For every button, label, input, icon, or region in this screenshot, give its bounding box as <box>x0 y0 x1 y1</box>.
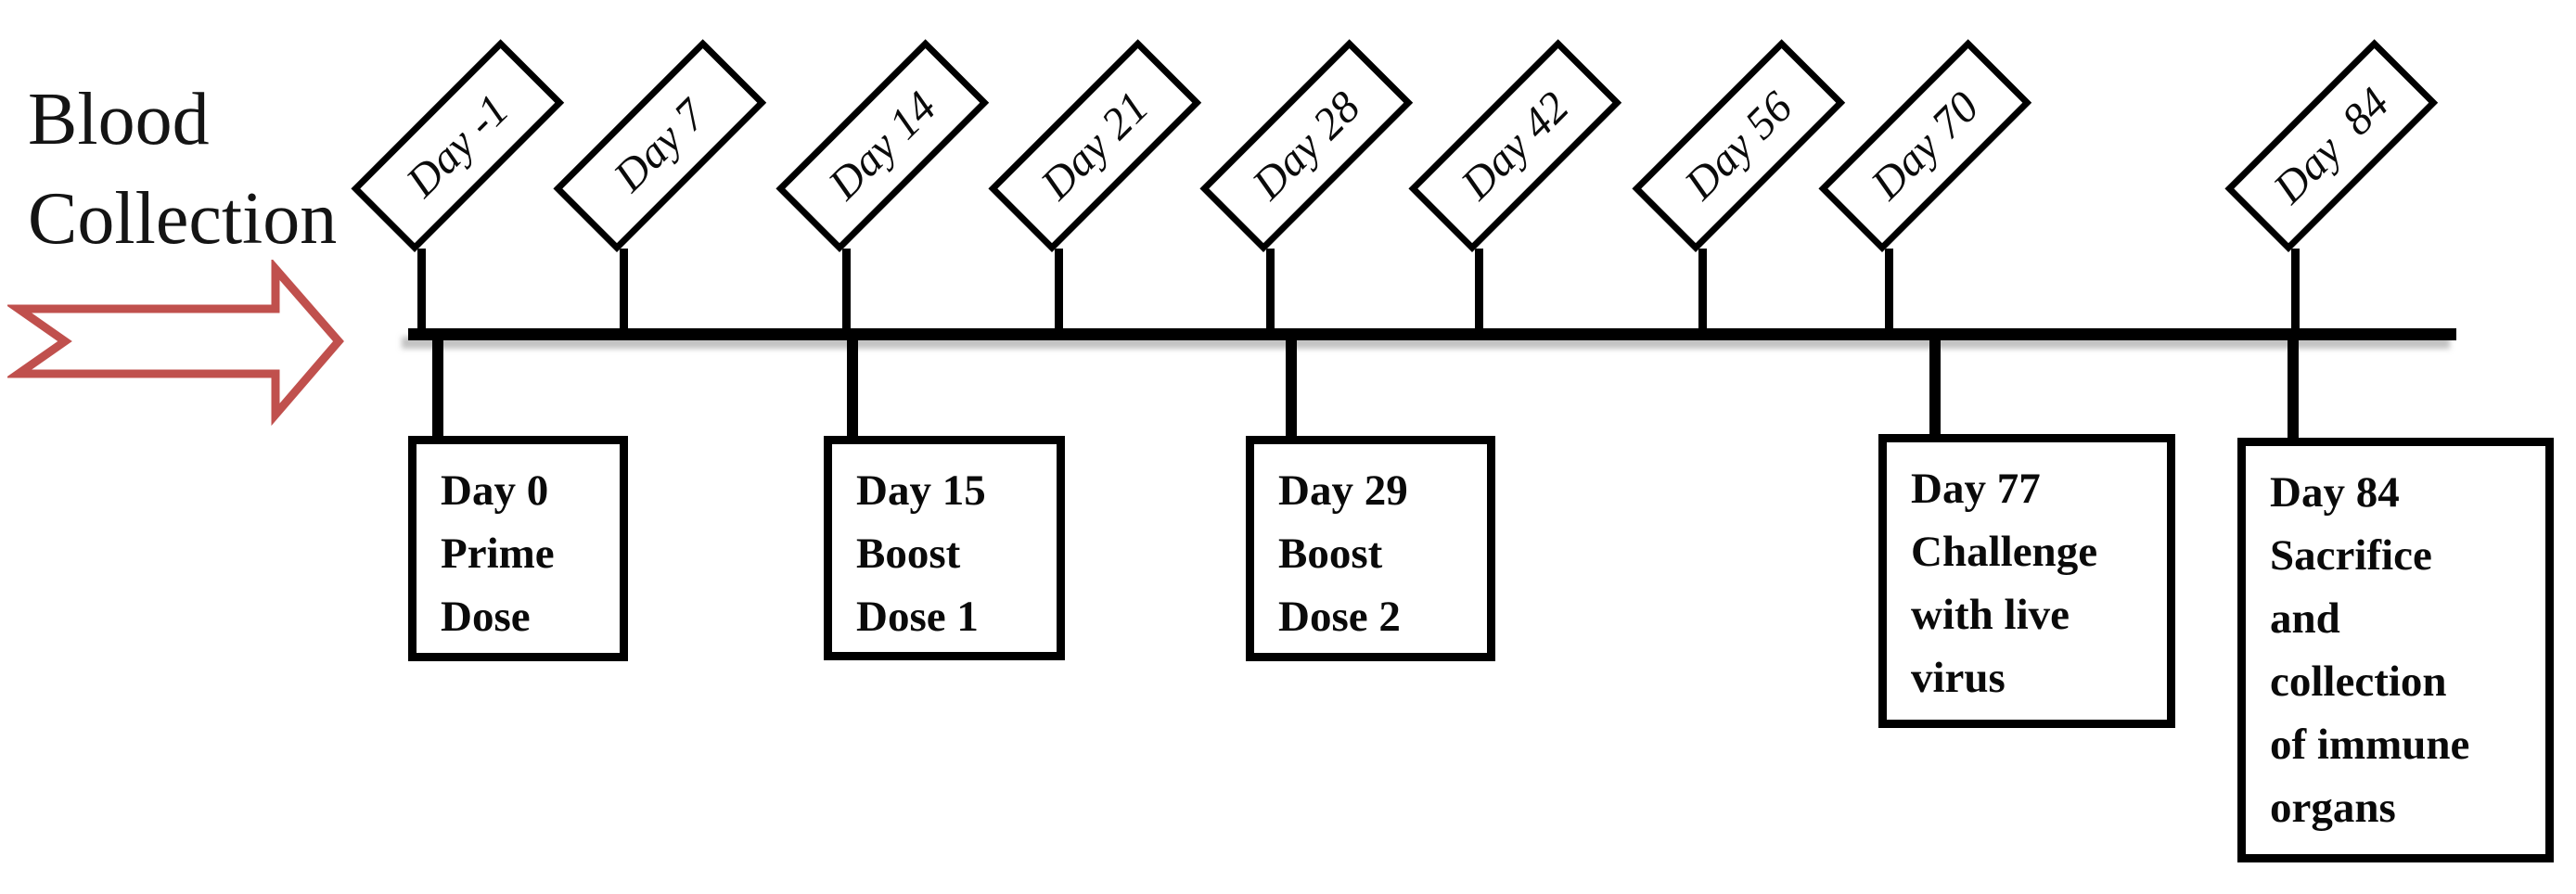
day-label: Day 42 <box>1452 82 1579 210</box>
timeline-tick <box>1885 249 1893 337</box>
timeline-axis <box>408 328 2456 340</box>
event-description: Day 0 Prime Dose <box>441 466 555 641</box>
day-label: Day 84 <box>2263 78 2399 213</box>
event-description: Day 77 Challenge with live virus <box>1911 465 2098 702</box>
day-label-box: Day 84 <box>2224 39 2439 253</box>
blood-collection-arrow-icon <box>7 260 344 427</box>
timeline-tick <box>1698 249 1707 337</box>
timeline-tick <box>1055 249 1063 337</box>
event-connector <box>432 334 443 447</box>
event-connector <box>1286 334 1297 447</box>
day-label: Day 7 <box>604 90 716 201</box>
timeline-tick <box>1266 249 1275 337</box>
timeline-tick <box>417 249 426 337</box>
day-label: Day 21 <box>1032 82 1159 210</box>
event-box: Day 0 Prime Dose <box>408 436 628 661</box>
day-label-box: Day 28 <box>1199 39 1414 253</box>
timeline-tick <box>620 249 628 337</box>
timeline-tick <box>2291 249 2300 337</box>
event-box: Day 29 Boost Dose 2 <box>1246 436 1495 661</box>
day-label: Day -1 <box>396 84 519 207</box>
day-label-box: Day 56 <box>1632 39 1846 253</box>
day-label-box: Day 14 <box>775 39 990 253</box>
event-connector <box>1929 334 1941 445</box>
event-box: Day 77 Challenge with live virus <box>1878 434 2175 728</box>
timeline-tick <box>842 249 851 337</box>
event-description: Day 29 Boost Dose 2 <box>1278 466 1408 641</box>
event-box: Day 15 Boost Dose 1 <box>824 436 1065 660</box>
day-label-box: Day 21 <box>988 39 1202 253</box>
day-label: Day 14 <box>819 82 946 210</box>
day-label: Day 28 <box>1243 82 1370 210</box>
blood-collection-label: Blood Collection <box>28 79 338 260</box>
event-description: Day 15 Boost Dose 1 <box>856 466 986 641</box>
timeline-tick <box>1475 249 1483 337</box>
event-connector <box>847 334 858 447</box>
day-label-box: Day -1 <box>351 39 565 253</box>
day-label-box: Day 70 <box>1818 39 2032 253</box>
day-label-box: Day 7 <box>553 39 767 253</box>
day-label-box: Day 42 <box>1408 39 1622 253</box>
event-connector <box>2288 334 2299 449</box>
event-box: Day 84 Sacrifice and collection of immun… <box>2237 438 2554 862</box>
right-arrow-shape <box>7 260 344 427</box>
day-label: Day 70 <box>1862 82 1989 210</box>
event-description: Day 84 Sacrifice and collection of immun… <box>2270 468 2470 832</box>
day-label: Day 56 <box>1675 82 1802 210</box>
